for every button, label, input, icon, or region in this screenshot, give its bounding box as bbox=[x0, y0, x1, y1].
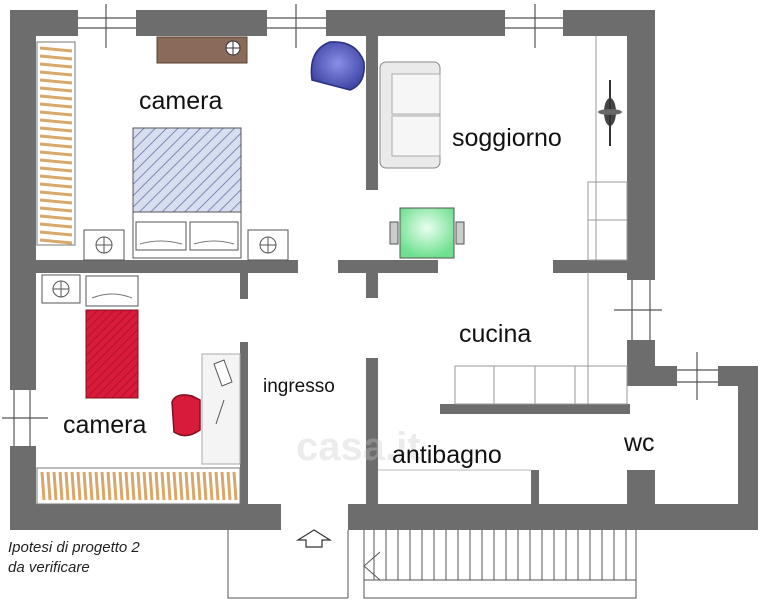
watermark: casa.it bbox=[296, 425, 421, 469]
room-label-soggiorno: soggiorno bbox=[452, 124, 562, 152]
hanger bbox=[112, 471, 118, 501]
hanger bbox=[130, 471, 136, 501]
hanger bbox=[39, 206, 73, 213]
hanger bbox=[82, 471, 88, 501]
hanger bbox=[196, 471, 202, 501]
room-label-antibagno: antibagno bbox=[392, 441, 502, 469]
hanger bbox=[39, 222, 73, 229]
kitchen-counter bbox=[454, 36, 628, 405]
hanger bbox=[88, 471, 94, 501]
hanger bbox=[39, 198, 73, 205]
hanger bbox=[39, 150, 73, 157]
hanger bbox=[232, 471, 238, 501]
hanger bbox=[52, 471, 58, 501]
hanger bbox=[154, 471, 160, 501]
hanger bbox=[94, 471, 100, 501]
project-note: Ipotesi di progetto 2 da verificare bbox=[8, 538, 140, 578]
hanger bbox=[118, 471, 124, 501]
walls bbox=[10, 10, 758, 530]
project-note-line1: Ipotesi di progetto 2 bbox=[8, 539, 140, 556]
hanger bbox=[76, 471, 82, 501]
hanger bbox=[40, 471, 46, 501]
hanger bbox=[39, 78, 73, 85]
room-label-cucina: cucina bbox=[459, 320, 532, 348]
hanger bbox=[64, 471, 70, 501]
hanger bbox=[226, 471, 232, 501]
room-label-camera-bottom: camera bbox=[63, 411, 147, 439]
hanger bbox=[39, 190, 73, 197]
chair-red-icon bbox=[171, 394, 201, 437]
desk-bottom bbox=[201, 353, 241, 465]
hanger bbox=[100, 471, 106, 501]
hanger bbox=[202, 471, 208, 501]
windows bbox=[2, 4, 718, 446]
table-green bbox=[389, 207, 465, 259]
hanger bbox=[142, 471, 148, 501]
hanger bbox=[39, 102, 73, 109]
hanger bbox=[39, 230, 73, 237]
wardrobe-left bbox=[36, 41, 76, 246]
room-label-ingresso: ingresso bbox=[263, 376, 335, 397]
hanger bbox=[136, 471, 142, 501]
room-label-wc: wc bbox=[624, 429, 655, 457]
double-bed bbox=[132, 127, 242, 259]
hanger bbox=[39, 174, 73, 181]
hanger bbox=[166, 471, 172, 501]
hanger bbox=[39, 182, 73, 189]
single-bed bbox=[85, 275, 139, 399]
hanger bbox=[184, 471, 190, 501]
hanger bbox=[39, 158, 73, 165]
hanger bbox=[172, 471, 178, 501]
hanger bbox=[208, 471, 214, 501]
hanger bbox=[124, 471, 130, 501]
plant-icon bbox=[598, 80, 622, 146]
hanger bbox=[58, 471, 64, 501]
project-note-line2: da verificare bbox=[8, 559, 90, 576]
hanger bbox=[190, 471, 196, 501]
hanger bbox=[39, 142, 73, 149]
hanger bbox=[39, 166, 73, 173]
hanger bbox=[214, 471, 220, 501]
hanger bbox=[70, 471, 76, 501]
hanger bbox=[39, 126, 73, 133]
wardrobe-bottom bbox=[36, 467, 241, 505]
hanger bbox=[39, 238, 73, 245]
hanger bbox=[39, 70, 73, 77]
entrance-arrow-icon bbox=[295, 529, 333, 548]
hanger bbox=[106, 471, 112, 501]
room-label-camera-top: camera bbox=[139, 87, 223, 115]
hanger bbox=[39, 86, 73, 93]
armchair-blue-icon bbox=[310, 41, 365, 91]
hanger bbox=[220, 471, 226, 501]
hanger bbox=[39, 134, 73, 141]
hanger bbox=[148, 471, 154, 501]
nightstand-right bbox=[247, 229, 289, 261]
hanger bbox=[39, 94, 73, 101]
hanger bbox=[39, 110, 73, 117]
hanger bbox=[39, 118, 73, 125]
hanger bbox=[39, 62, 73, 69]
desk-top bbox=[156, 36, 248, 64]
hanger bbox=[39, 54, 73, 61]
hanger bbox=[160, 471, 166, 501]
hanger bbox=[178, 471, 184, 501]
hanger bbox=[39, 214, 73, 221]
stairs bbox=[227, 530, 637, 599]
hanger bbox=[46, 471, 52, 501]
nightstand-single bbox=[41, 274, 81, 304]
nightstand-left bbox=[83, 229, 125, 261]
hanger bbox=[39, 46, 73, 53]
sofa bbox=[379, 61, 441, 169]
